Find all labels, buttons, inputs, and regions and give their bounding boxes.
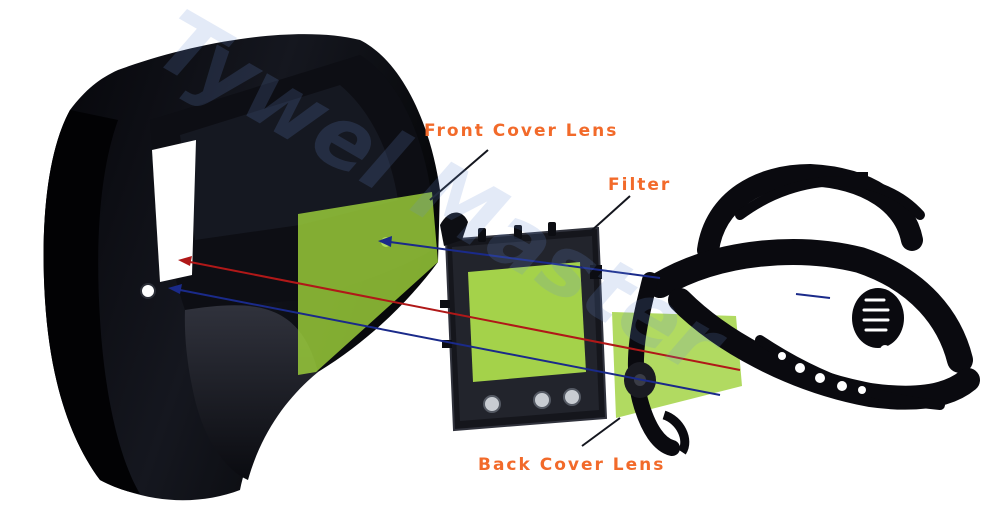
filter-knob [483, 395, 501, 413]
red-arrow-head [178, 256, 192, 266]
leader-filter [589, 195, 631, 233]
blue-arrow-line-upper [389, 241, 661, 279]
helmet-chin-guard [184, 305, 318, 480]
assembly-arrows [168, 236, 831, 396]
headgear-rear-arch [735, 176, 925, 220]
leader-back-cover-lens [581, 417, 621, 447]
filter-clips [440, 222, 556, 348]
headgear-lower-arm [662, 410, 690, 455]
filter-hinge [440, 212, 468, 246]
headgear-brow-band [647, 239, 973, 373]
label-filter: Filter [608, 175, 671, 195]
helmet-pivot-hole [140, 283, 156, 299]
headgear-top-notch [790, 168, 810, 178]
leader-front-cover-lens [429, 149, 489, 201]
blue-arrow-head-lower [168, 284, 182, 294]
blue-arrow-head-upper [378, 236, 392, 247]
label-front-cover-lens: Front Cover Lens [424, 121, 618, 141]
filter-knob [533, 391, 551, 409]
helmet-window-opening [152, 140, 196, 282]
filter-knob [563, 388, 581, 406]
helmet-side-highlight [180, 85, 398, 240]
leader-lines [429, 149, 631, 447]
headgear-top-notch [850, 172, 868, 182]
red-arrow-line [189, 261, 741, 371]
label-back-cover-lens: Back Cover Lens [478, 455, 665, 475]
headgear-ratchet-teeth [862, 298, 890, 332]
front-cover-lens [298, 192, 438, 375]
blue-arrow-line-small [795, 293, 831, 299]
helmet-shell-rim [43, 110, 140, 494]
blue-arrow-line-lower [179, 289, 721, 396]
headgear-band-holes [778, 345, 919, 394]
headgear-ratchet-knob [852, 288, 904, 348]
helmet-shell [43, 34, 440, 501]
filter-control-knobs [483, 388, 581, 413]
